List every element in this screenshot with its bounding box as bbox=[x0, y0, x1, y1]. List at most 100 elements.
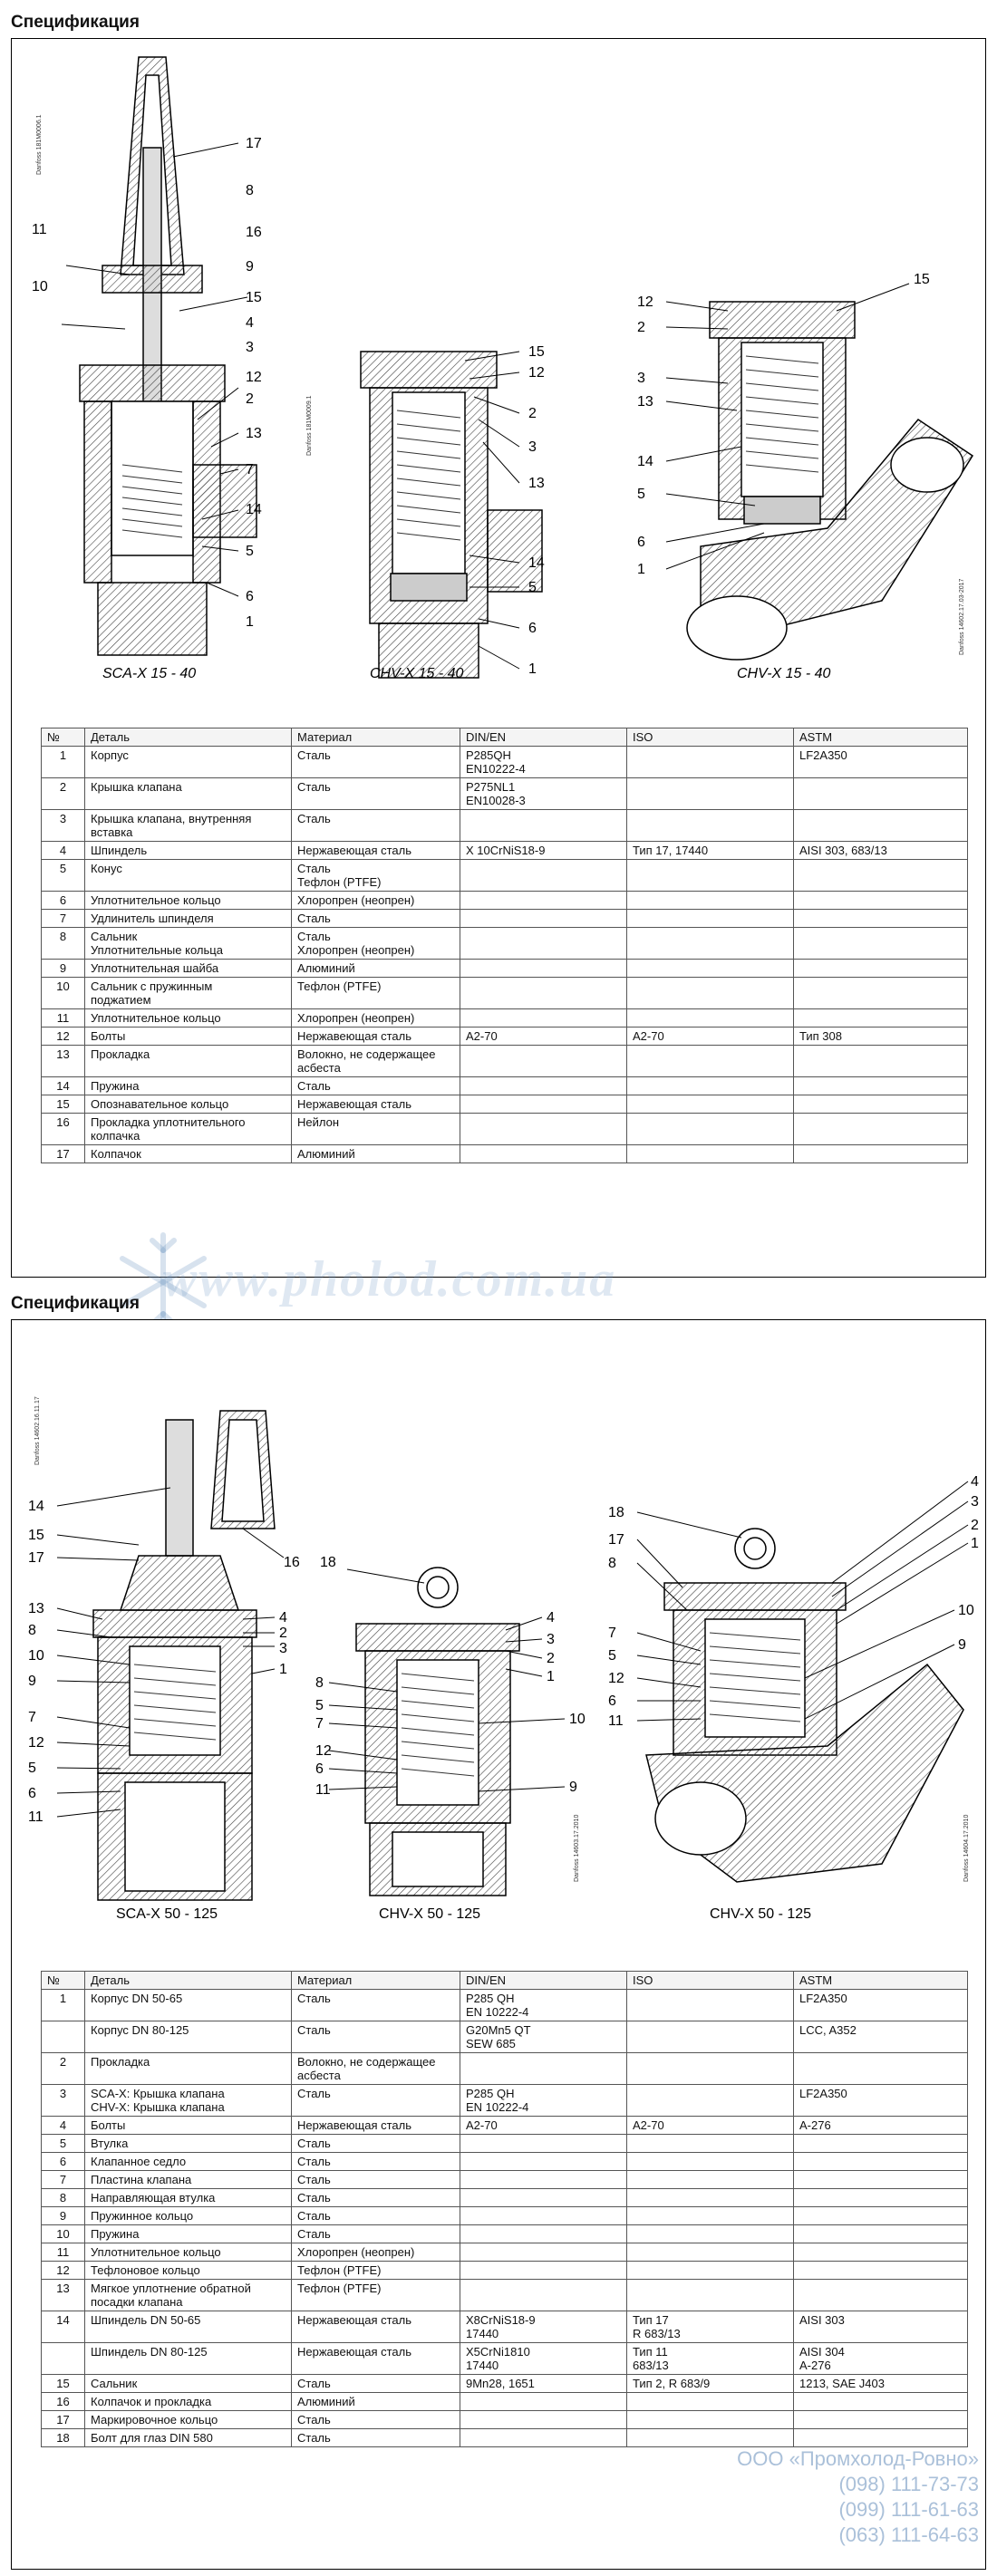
cell-part: Клапанное седло bbox=[84, 2152, 292, 2171]
cell-line: Сталь bbox=[297, 2377, 331, 2390]
cell-din bbox=[460, 977, 627, 1009]
cell-din bbox=[460, 2134, 627, 2153]
cell-astm bbox=[793, 891, 968, 910]
cell-astm bbox=[793, 2392, 968, 2411]
callout-3: 3 bbox=[246, 340, 254, 355]
cell-line: Болт для глаз DIN 580 bbox=[91, 2431, 213, 2445]
cell-iso: A2-70 bbox=[626, 2116, 794, 2135]
callout-1: 1 bbox=[547, 1669, 555, 1684]
cell-din bbox=[460, 909, 627, 928]
cell-material: Сталь bbox=[291, 809, 460, 842]
cell-line: Прокладка уплотнительного bbox=[91, 1115, 246, 1129]
cell-astm: Тип 308 bbox=[793, 1027, 968, 1046]
cell-line: LF2A350 bbox=[799, 748, 847, 762]
cell-line: Тип 17, 17440 bbox=[633, 844, 709, 857]
cell-line: Волокно, не содержащее bbox=[297, 1047, 436, 1061]
cell-line: EN 10222-4 bbox=[466, 2100, 529, 2114]
cell-line: A-276 bbox=[799, 2118, 831, 2132]
cell-part: Крышка клапана bbox=[84, 777, 292, 810]
watermark-text: www.pholod.com.ua bbox=[163, 1251, 617, 1307]
cell-line: Сталь bbox=[297, 2209, 331, 2223]
cell-line: Пластина клапана bbox=[91, 2173, 192, 2186]
cell-part: Уплотнительное кольцо bbox=[84, 1008, 292, 1028]
sca-x-15-40-callout-lines bbox=[61, 142, 248, 597]
cell-line: Тефлон (PTFE) bbox=[297, 979, 382, 993]
cell-part: Прокладка bbox=[84, 1045, 292, 1077]
cell-material: Сталь bbox=[291, 2134, 460, 2153]
callout-7: 7 bbox=[315, 1716, 324, 1732]
column-header: ISO bbox=[626, 1971, 794, 1990]
cell-line: Уплотнительная шайба bbox=[91, 961, 219, 975]
cell-material: Сталь bbox=[291, 2206, 460, 2225]
cell-astm bbox=[793, 959, 968, 978]
cell-no: 9 bbox=[41, 2206, 85, 2225]
callout-13: 13 bbox=[637, 394, 653, 410]
cell-iso bbox=[626, 891, 794, 910]
cell-line: EN10028-3 bbox=[466, 794, 526, 807]
cell-no: 11 bbox=[41, 1008, 85, 1028]
cell-part: Пружинное кольцо bbox=[84, 2206, 292, 2225]
cell-no: 17 bbox=[41, 2410, 85, 2429]
callout-14: 14 bbox=[528, 555, 545, 571]
callout-5: 5 bbox=[315, 1698, 324, 1713]
callout-8: 8 bbox=[315, 1675, 324, 1691]
cell-material: Сталь bbox=[291, 2021, 460, 2053]
phone-1: (098) 111-73-73 bbox=[838, 2473, 979, 2495]
sca-x-50-125-callout-lines bbox=[56, 1487, 285, 1818]
cell-din bbox=[460, 2392, 627, 2411]
column-header: ASTM bbox=[793, 1971, 968, 1990]
cell-line: LCC, A352 bbox=[799, 2023, 857, 2037]
cell-no: 7 bbox=[41, 909, 85, 928]
cell-material: Сталь bbox=[291, 2084, 460, 2117]
cell-astm bbox=[793, 2134, 968, 2153]
cell-line: Направляющая втулка bbox=[91, 2191, 216, 2205]
cell-iso bbox=[626, 2021, 794, 2053]
cell-no: 2 bbox=[41, 777, 85, 810]
callout-2: 2 bbox=[528, 406, 537, 421]
cell-line: Болты bbox=[91, 1029, 126, 1043]
cell-din bbox=[460, 927, 627, 960]
cell-din bbox=[460, 1008, 627, 1028]
cell-line: X5CrNi1810 bbox=[466, 2345, 530, 2359]
cell-iso bbox=[626, 2170, 794, 2189]
callout-5: 5 bbox=[637, 487, 645, 502]
cell-iso bbox=[626, 2084, 794, 2117]
cell-line: EN10222-4 bbox=[466, 762, 526, 776]
cell-line: Мягкое уплотнение обратной bbox=[91, 2282, 251, 2295]
cell-line: Сталь bbox=[297, 2431, 331, 2445]
cell-line: Сталь bbox=[297, 1079, 331, 1093]
cell-din bbox=[460, 959, 627, 978]
cell-iso: Тип 17, 17440 bbox=[626, 841, 794, 860]
cell-iso bbox=[626, 1008, 794, 1028]
cell-astm: LF2A350 bbox=[793, 1989, 968, 2021]
cell-no: 8 bbox=[41, 2188, 85, 2207]
cell-iso bbox=[626, 909, 794, 928]
cell-astm bbox=[793, 1144, 968, 1163]
callout-18: 18 bbox=[320, 1555, 336, 1570]
callout-2: 2 bbox=[971, 1518, 979, 1533]
cell-din: 9Mn28, 1651 bbox=[460, 2374, 627, 2393]
chv-x-y-50-125-caption: CHV-X 50 - 125 bbox=[710, 1906, 811, 1922]
cell-part: Тефлоновое кольцо bbox=[84, 2261, 292, 2280]
cell-no: 1 bbox=[41, 746, 85, 778]
cell-line: Сталь bbox=[297, 862, 331, 875]
cell-material: Сталь bbox=[291, 2410, 460, 2429]
cell-material: Тефлон (PTFE) bbox=[291, 2279, 460, 2311]
cell-din: X 10CrNiS18-9 bbox=[460, 841, 627, 860]
cell-no: 4 bbox=[41, 841, 85, 860]
cell-astm bbox=[793, 2188, 968, 2207]
